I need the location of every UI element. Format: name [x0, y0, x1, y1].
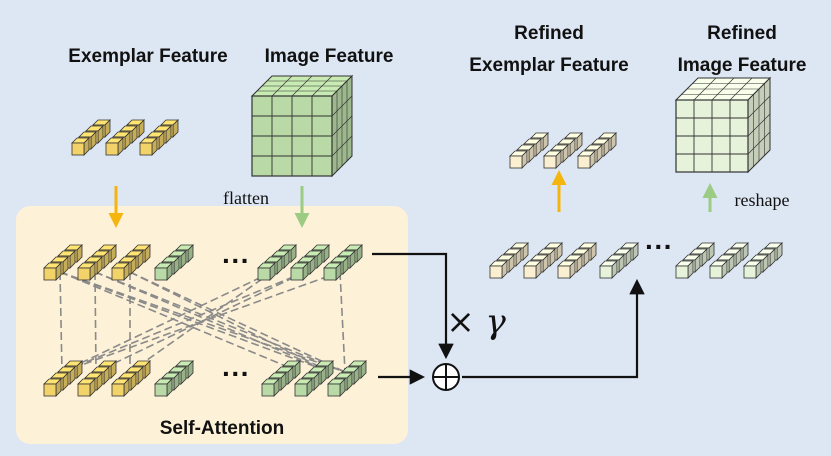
- sum-output-arrow: [462, 278, 645, 379]
- image-feature-label: Image Feature: [265, 46, 394, 67]
- sa-bottom-token-6: [294, 360, 334, 397]
- attention-line: [61, 271, 273, 373]
- gamma-scale-label: × γ: [446, 302, 506, 342]
- sa-bottom-token-4: [154, 360, 194, 397]
- sa-top-token-5: [257, 244, 297, 281]
- refined-image-label-line1: Refined: [707, 23, 777, 44]
- sum-node: [432, 363, 460, 391]
- refined-exemplar-token-1: [509, 132, 549, 169]
- sa-bottom-token-2: [77, 360, 117, 397]
- refined-seq-token-2: [523, 242, 563, 279]
- attention-line: [94, 271, 331, 373]
- sa-top-token-7: [323, 244, 363, 281]
- ellipsis-refined: ···: [645, 231, 673, 262]
- self-attention-label: Self-Attention: [160, 418, 285, 439]
- sa-bottom-token-7: [327, 360, 367, 397]
- attention-line: [94, 271, 97, 373]
- refined-exemplar-label-line2: Exemplar Feature: [469, 55, 628, 76]
- refined-seq-token-5: [675, 242, 715, 279]
- ellipsis-bottom: ···: [222, 358, 250, 389]
- attention-line: [59, 271, 301, 373]
- attention-line: [129, 271, 346, 373]
- refined-exemplar-token-3: [577, 132, 617, 169]
- sa-bottom-token-1: [43, 360, 83, 397]
- attention-line: [59, 271, 63, 373]
- sa-top-token-1: [43, 244, 83, 281]
- exemplar-token-2: [105, 119, 145, 156]
- ellipsis-top: ···: [222, 245, 250, 276]
- refined-seq-token-4: [599, 242, 639, 279]
- exemplar-feature-label: Exemplar Feature: [68, 46, 227, 67]
- sa-top-token-2: [77, 244, 117, 281]
- attention-line: [94, 271, 346, 373]
- attention-line: [339, 271, 346, 373]
- flatten-label: flatten: [223, 188, 269, 208]
- residual-path-arrow: [372, 252, 454, 360]
- refined-seq-token-1: [489, 242, 529, 279]
- reshape-label: reshape: [735, 190, 790, 210]
- image-feature-cube: [250, 74, 354, 178]
- attention-line: [61, 271, 341, 373]
- attention-line: [61, 271, 306, 373]
- sa-top-token-3: [111, 244, 151, 281]
- refined-image-feature-cube: [674, 76, 772, 174]
- refined-image-label-line2: Image Feature: [678, 55, 807, 76]
- refined-exemplar-token-2: [543, 132, 583, 169]
- sa-bottom-token-3: [111, 360, 151, 397]
- refined-seq-token-6: [709, 242, 749, 279]
- sa-top-token-4: [154, 244, 194, 281]
- sa-top-token-6: [290, 244, 330, 281]
- attention-line: [129, 271, 331, 373]
- exemplar-token-3: [139, 119, 179, 156]
- attention-lines: [59, 271, 346, 373]
- refined-seq-token-7: [743, 242, 783, 279]
- exemplar-token-1: [71, 119, 111, 156]
- refined-seq-token-3: [557, 242, 597, 279]
- sa-bottom-token-5: [261, 360, 301, 397]
- feature-tokens: [43, 119, 783, 397]
- refined-exemplar-label-line1: Refined: [514, 23, 584, 44]
